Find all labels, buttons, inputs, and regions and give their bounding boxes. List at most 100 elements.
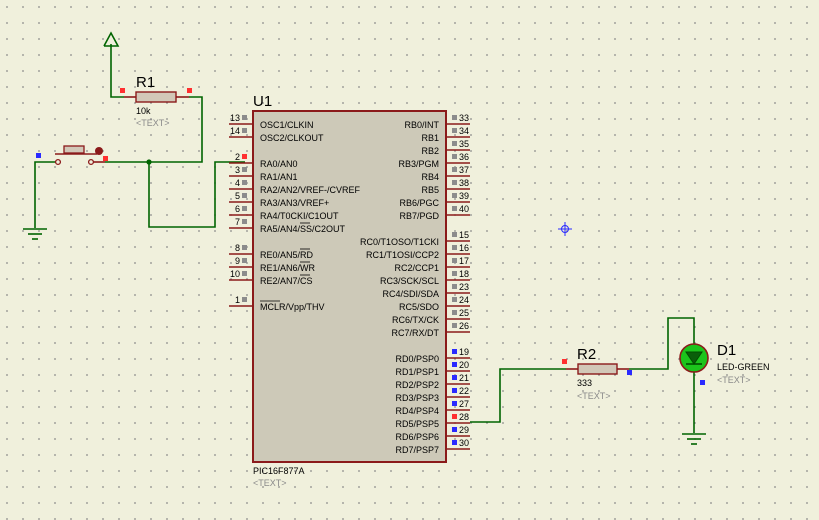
wire-button-ground[interactable] — [34, 161, 55, 228]
pin-label: RE1/AN6/WR — [260, 263, 316, 273]
pin-label: RB5 — [421, 185, 439, 195]
pin-label: RD0/PSP0 — [395, 354, 439, 364]
led-d1[interactable]: D1 LED-GREEN <TEXT> — [679, 342, 770, 385]
pin-number: 29 — [459, 425, 469, 435]
pin-marker — [452, 193, 457, 198]
pin-label: RC0/T1OSO/T1CKI — [360, 237, 439, 247]
ground-symbol[interactable] — [682, 433, 706, 445]
pin-label: RB7/PGD — [399, 211, 439, 221]
pin-label: RA2/AN2/VREF-/CVREF — [260, 185, 361, 195]
text-placeholder: <TEXT> — [253, 478, 287, 488]
pin-label: RC1/T1OSI/CCP2 — [366, 250, 439, 260]
wire-rd5-r2[interactable] — [470, 368, 566, 423]
text-placeholder: <TEXT> — [577, 391, 611, 401]
pin-number: 20 — [459, 360, 469, 370]
pin-marker — [242, 245, 247, 250]
resistor-body — [577, 363, 618, 375]
pin-number: 27 — [459, 399, 469, 409]
wire-junction — [146, 159, 152, 165]
pin-marker — [242, 167, 247, 172]
pin-label: RC5/SDO — [399, 302, 439, 312]
ground-symbol[interactable] — [23, 228, 47, 240]
resistor-r2[interactable]: R2 333 <TEXT> — [562, 346, 632, 401]
pin-number: 1 — [235, 295, 240, 305]
pin-label: OSC1/CLKIN — [260, 120, 314, 130]
pin-label: RD3/PSP3 — [395, 393, 439, 403]
pin-number: 22 — [459, 386, 469, 396]
pin-number: 30 — [459, 438, 469, 448]
push-button[interactable] — [36, 145, 108, 166]
pin-number: 7 — [235, 217, 240, 227]
pin-number: 26 — [459, 321, 469, 331]
pin-label: RB1 — [421, 133, 439, 143]
resistor-r1[interactable]: R1 10k <TEXT> — [120, 74, 192, 128]
pin-label: RC3/SCK/SCL — [380, 276, 439, 286]
pin-number: 17 — [459, 256, 469, 266]
pin-label: MCLR/Vpp/THV — [260, 302, 325, 312]
pin-marker — [242, 258, 247, 263]
pin-label: RA0/AN0 — [260, 159, 298, 169]
pin-number: 4 — [235, 178, 240, 188]
microcontroller-u1[interactable]: U1 PIC16F877A <TEXT> 13OSC1/CLKIN14OSC2/… — [229, 93, 470, 488]
pin-label: RC4/SDI/SDA — [382, 289, 439, 299]
right-pin-group: 33RB0/INT34RB135RB236RB3/PGM37RB438RB539… — [360, 113, 470, 455]
pin-marker — [36, 153, 41, 158]
wire-ra0-pin[interactable] — [148, 161, 245, 228]
pin-marker — [242, 193, 247, 198]
pin-marker — [452, 349, 457, 354]
wire-r2-led[interactable] — [629, 317, 695, 370]
pin-label: RB6/PGC — [399, 198, 439, 208]
pin-number: 36 — [459, 152, 469, 162]
pin-marker — [103, 156, 108, 161]
pin-number: 16 — [459, 243, 469, 253]
pin-marker — [452, 167, 457, 172]
pin-marker — [452, 154, 457, 159]
power-terminal[interactable] — [103, 31, 120, 47]
pin-marker — [242, 128, 247, 133]
wire-r1-ra0[interactable] — [105, 96, 203, 163]
pin-label: RD5/PSP5 — [395, 419, 439, 429]
wire-power-r1[interactable] — [110, 44, 124, 98]
pin-number: 8 — [235, 243, 240, 253]
pin-marker — [452, 401, 457, 406]
pin-marker — [627, 370, 632, 375]
button-actuator — [95, 147, 103, 155]
